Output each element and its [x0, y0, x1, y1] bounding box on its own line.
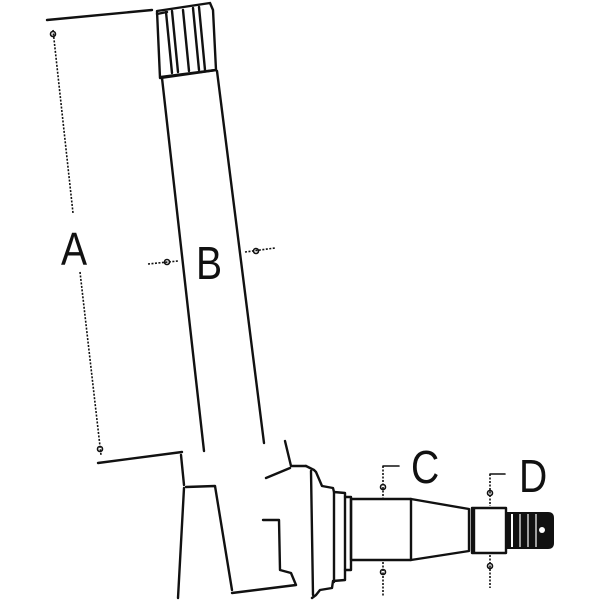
dimension-label-b: B: [196, 237, 223, 289]
journal-c: [343, 465, 471, 596]
dimension-b-arrows: [147, 247, 276, 266]
dimension-label-d: D: [519, 450, 548, 502]
dimension-label-a: A: [61, 223, 88, 275]
dimension-a-lines: [45, 8, 184, 465]
journal-d: [470, 473, 554, 588]
spindle-shaft: [155, 1, 266, 453]
knuckle-body: [176, 439, 347, 600]
dimension-label-c: C: [411, 441, 440, 493]
